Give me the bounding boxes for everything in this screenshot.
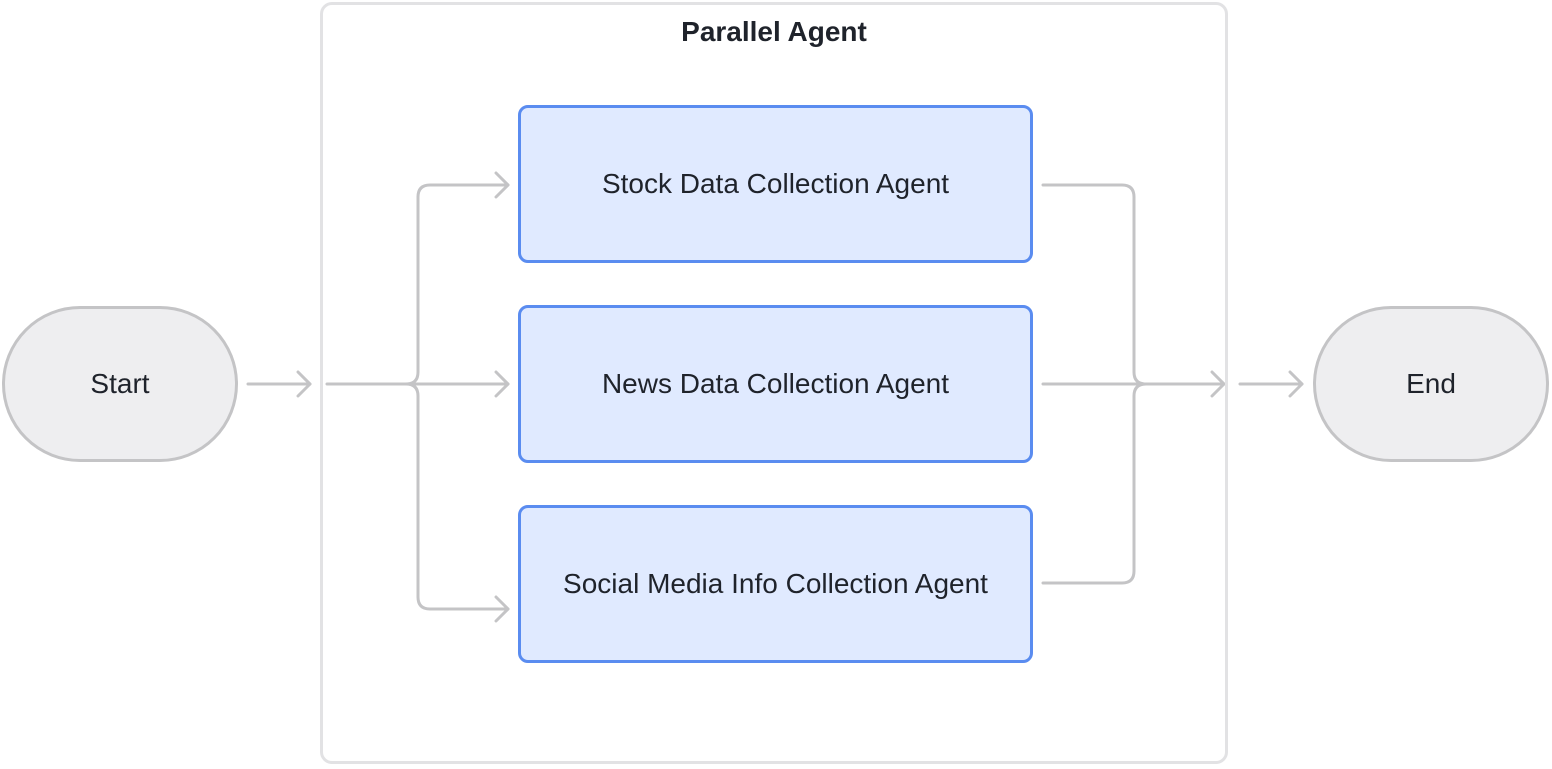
start-node-label: Start	[90, 368, 150, 399]
branch-to-agent-3	[404, 382, 510, 611]
agent-label: Social Media Info Collection Agent	[563, 568, 988, 599]
merge-arrowhead	[1210, 370, 1226, 398]
agent-label: Stock Data Collection Agent	[601, 168, 950, 199]
parallel-agent-container	[320, 2, 1228, 764]
end-node-label: End	[1406, 368, 1456, 399]
news-data-collection-agent-node: News Data Collection Agent	[518, 305, 1033, 463]
start-node: Start	[2, 306, 238, 462]
merge-from-agent-3	[1041, 382, 1148, 585]
stock-data-collection-agent-node: Stock Data Collection Agent	[518, 105, 1033, 263]
branch-to-agent-3-arrowhead	[494, 595, 510, 623]
social-media-info-collection-agent-node: Social Media Info Collection Agent	[518, 505, 1033, 663]
branch-to-agent-2-arrowhead	[494, 370, 510, 398]
end-node: End	[1313, 306, 1549, 462]
agent-label: News Data Collection Agent	[601, 368, 950, 399]
start-connector-arrowhead	[296, 370, 312, 398]
branch-to-agent-1-arrowhead	[494, 171, 510, 199]
end-connector-arrowhead	[1288, 370, 1304, 398]
parallel-agent-title: Parallel Agent	[681, 16, 867, 47]
